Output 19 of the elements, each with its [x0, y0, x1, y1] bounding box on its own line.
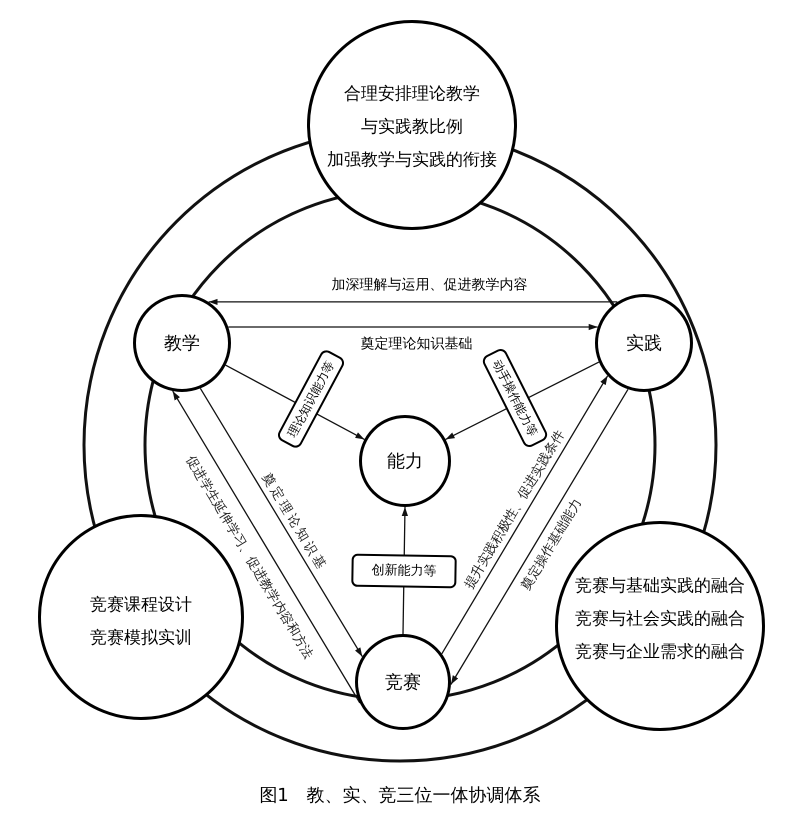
arrow	[208, 298, 618, 306]
node-label: 竞赛课程设计	[90, 594, 192, 616]
arrow	[172, 390, 360, 704]
node-label: 加强教学与实践的衔接	[327, 148, 497, 170]
node-label: 竞赛与基础实践的融合	[575, 574, 745, 596]
node-label: 竞赛与社会实践的融合	[575, 608, 745, 630]
arrow	[200, 388, 363, 657]
node-label: 竞赛模拟实训	[90, 627, 192, 649]
node-label: 竞赛与企业需求的融合	[575, 640, 745, 662]
node-label: 实践	[626, 332, 662, 356]
edge-label: 奠定理论知识基础	[360, 337, 473, 354]
arrow	[441, 375, 608, 654]
figure-caption: 图1 教、实、竞三位一体协调体系	[259, 784, 541, 808]
edge-label: 加深理解与运用、促进教学内容	[331, 278, 528, 294]
node-label: 合理安排理论教学与实践教比例	[342, 82, 481, 138]
edge-label: 创新能力等	[351, 553, 457, 588]
node-label: 教学	[164, 332, 200, 356]
node-label: 能力	[387, 450, 423, 474]
node-label: 竞赛	[385, 670, 421, 694]
